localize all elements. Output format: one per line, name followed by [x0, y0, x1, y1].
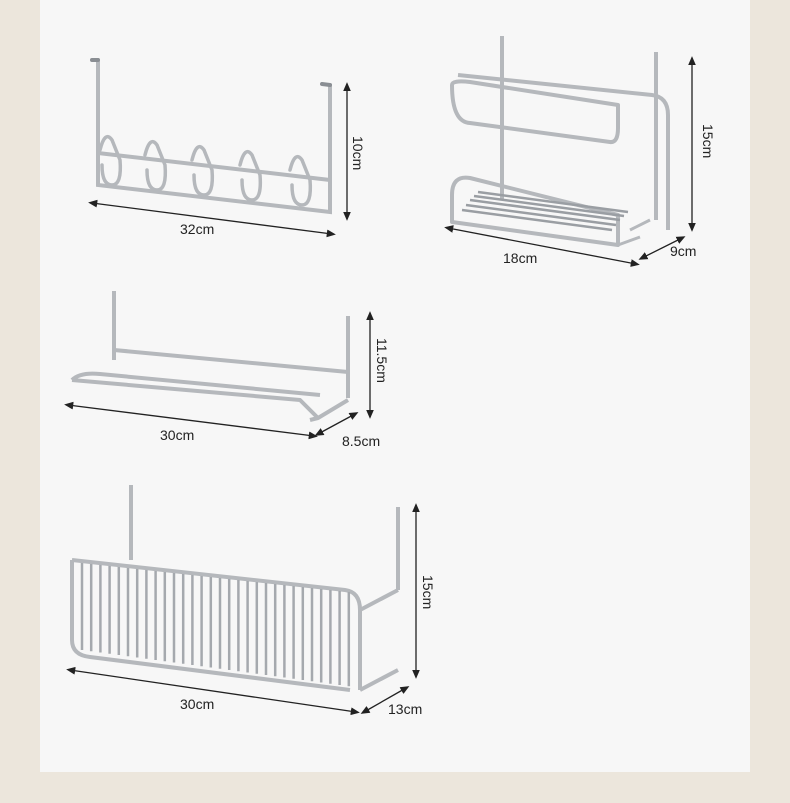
shelf-height-label: 15cm	[700, 124, 716, 159]
shelf-depth-label: 9cm	[670, 243, 697, 259]
hook-rack-height-label: 10cm	[350, 136, 366, 171]
hook-rack	[90, 58, 332, 215]
wire-basket-dimension-lines	[66, 503, 420, 716]
towel-bar-width-label: 30cm	[160, 427, 195, 443]
basket-depth-label: 13cm	[388, 701, 423, 717]
towel-bar	[70, 291, 350, 422]
hook-rack-dimension-lines	[88, 82, 351, 238]
basket-height-label: 15cm	[420, 575, 436, 610]
two-tier-shelf-dimension-lines	[444, 56, 696, 267]
towel-bar-dimension-lines	[64, 311, 374, 440]
hook-rack-width-label: 32cm	[180, 221, 215, 237]
two-tier-shelf	[450, 36, 670, 247]
towel-bar-height-label: 11.5cm	[374, 338, 390, 383]
basket-width-label: 30cm	[180, 696, 215, 712]
wire-basket	[70, 485, 400, 692]
towel-bar-depth-label: 8.5cm	[342, 433, 381, 449]
shelf-width-label: 18cm	[503, 250, 538, 266]
